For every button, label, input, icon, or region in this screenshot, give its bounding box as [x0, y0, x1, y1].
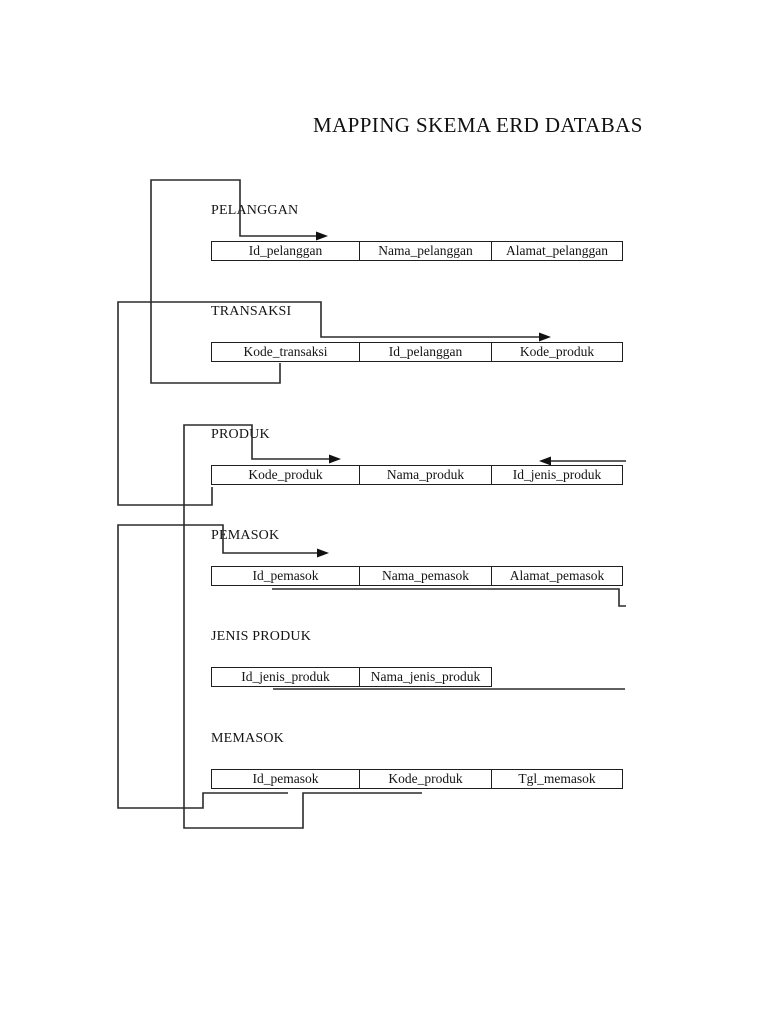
field-cell: Id_jenis_produk: [212, 668, 360, 686]
field-cell: Nama_jenis_produk: [370, 669, 481, 684]
entity-label-pelanggan: PELANGGAN: [211, 203, 299, 218]
field-cell: Alamat_pelanggan: [506, 243, 608, 258]
field-cell: Nama_pemasok: [360, 567, 492, 585]
field-cell: Alamat_pemasok: [509, 568, 605, 583]
arrowhead-into-transaksi-icon: [539, 332, 551, 342]
entity-label-jenis-produk: JENIS PRODUK: [211, 629, 312, 644]
entity-label-transaksi: TRANSAKSI: [211, 304, 292, 319]
table-pelanggan: Id_pelanggan Nama_pelanggan Alamat_pelan…: [211, 241, 623, 261]
table-transaksi: Kode_transaksi Id_pelanggan Kode_produk: [211, 342, 623, 362]
table-jenis-produk: Id_jenis_produk Nama_jenis_produk: [211, 667, 492, 687]
field-cell: Id_pemasok: [212, 567, 360, 585]
field-cell: Kode_produk: [360, 770, 492, 788]
table-memasok: Id_pemasok Kode_produk Tgl_memasok: [211, 769, 623, 789]
entity-label-pemasok: PEMASOK: [211, 528, 280, 543]
arrowhead-into-pelanggan-icon: [316, 231, 328, 241]
field-cell: Id_pelanggan: [212, 242, 360, 260]
field-cell: Kode_produk: [212, 466, 360, 484]
field-cell: Id_jenis_produk: [512, 467, 602, 482]
connector-memasok-to-produk: [183, 424, 422, 829]
field-cell: Kode_produk: [519, 344, 595, 359]
entity-label-memasok: MEMASOK: [211, 731, 284, 746]
arrowhead-into-pemasok-icon: [317, 548, 329, 558]
entity-label-produk: PRODUK: [211, 427, 270, 442]
connector-pemasok-underline: [272, 588, 626, 607]
field-cell: Nama_produk: [360, 466, 492, 484]
arrowhead-into-produk-icon: [329, 454, 341, 464]
field-cell: Id_pelanggan: [360, 343, 492, 361]
field-cell: Tgl_memasok: [518, 771, 596, 786]
field-cell: Kode_transaksi: [212, 343, 360, 361]
page-title: MAPPING SKEMA ERD DATABAS: [313, 113, 643, 137]
field-cell: Id_pemasok: [212, 770, 360, 788]
table-produk: Kode_produk Nama_produk Id_jenis_produk: [211, 465, 623, 485]
field-cell: Nama_pelanggan: [360, 242, 492, 260]
table-pemasok: Id_pemasok Nama_pemasok Alamat_pemasok: [211, 566, 623, 586]
